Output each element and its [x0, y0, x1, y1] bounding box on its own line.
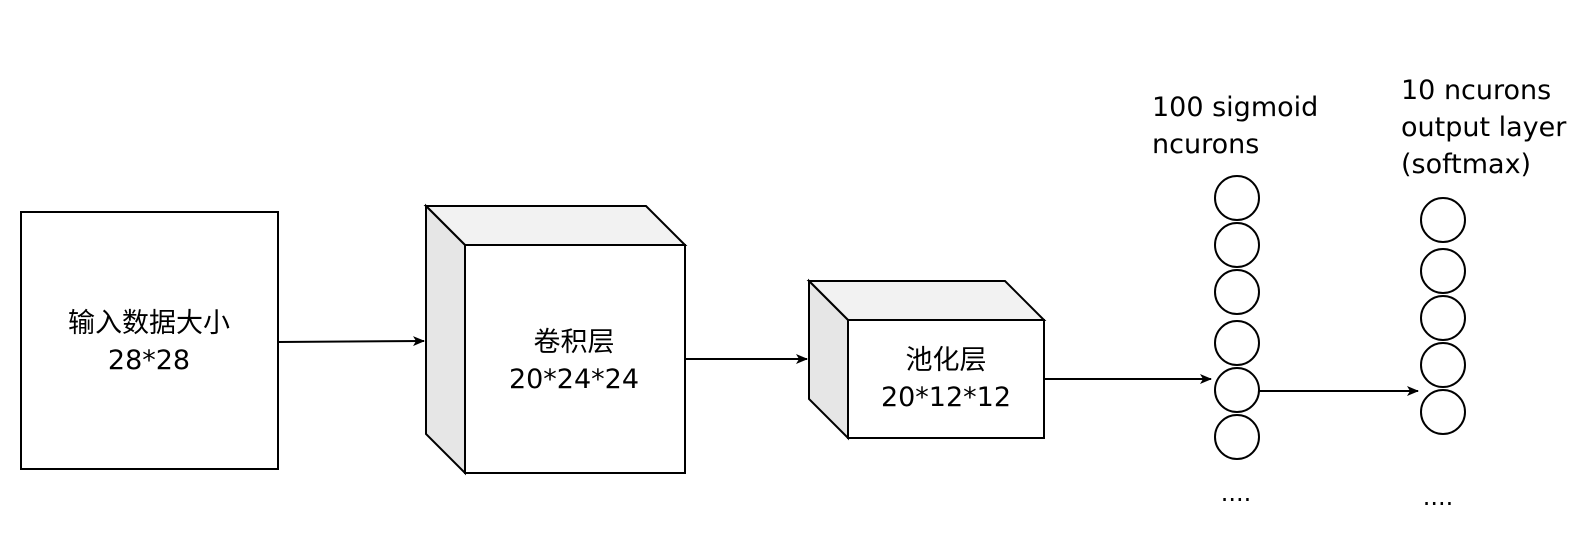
hidden-ellipsis: ....: [1221, 479, 1252, 507]
conv-label-line1: 卷积层: [534, 327, 615, 358]
input-block: 输入数据大小 28*28: [20, 211, 279, 470]
output-caption-line1: 10 ncurons: [1401, 75, 1551, 106]
pool-cube-front-face: [847, 319, 1045, 439]
hidden-neuron: [1214, 320, 1260, 366]
output-neuron: [1420, 389, 1466, 435]
conv-cube-side-face: [425, 203, 466, 476]
hidden-neuron: [1214, 175, 1260, 221]
conv-cube-top-face: [423, 205, 688, 246]
output-caption-line3: (softmax): [1401, 149, 1531, 180]
hidden-neuron: [1214, 222, 1260, 268]
input-label-line1: 输入数据大小: [68, 308, 230, 339]
pool-label-line2: 20*12*12: [881, 382, 1011, 413]
output-caption-line2: output layer: [1401, 112, 1567, 143]
output-neuron: [1420, 248, 1466, 294]
pool-label-line1: 池化层: [906, 345, 987, 376]
conv-cube-front-face: [464, 244, 686, 474]
pool-block: 池化层 20*12*12: [806, 278, 1047, 441]
hidden-caption-line1: 100 sigmoid: [1152, 92, 1318, 123]
input-box: [20, 211, 279, 470]
output-layer: 10 ncurons output layer (softmax) ....: [1401, 75, 1567, 511]
hidden-caption-line2: ncurons: [1152, 129, 1259, 160]
input-label-line2: 28*28: [108, 345, 190, 376]
hidden-neuron: [1214, 367, 1260, 413]
hidden-layer: 100 sigmoid ncurons ....: [1152, 92, 1318, 507]
hidden-neuron: [1214, 414, 1260, 460]
conv-block: 卷积层 20*24*24: [423, 203, 688, 476]
output-neuron: [1420, 342, 1466, 388]
pool-cube-top-face: [806, 280, 1047, 321]
conv-label-line2: 20*24*24: [509, 364, 639, 395]
output-neuron: [1420, 295, 1466, 341]
hidden-neuron: [1214, 269, 1260, 315]
output-ellipsis: ....: [1423, 483, 1454, 511]
output-neuron: [1420, 197, 1466, 243]
arrow-input-to-conv: [277, 336, 425, 347]
